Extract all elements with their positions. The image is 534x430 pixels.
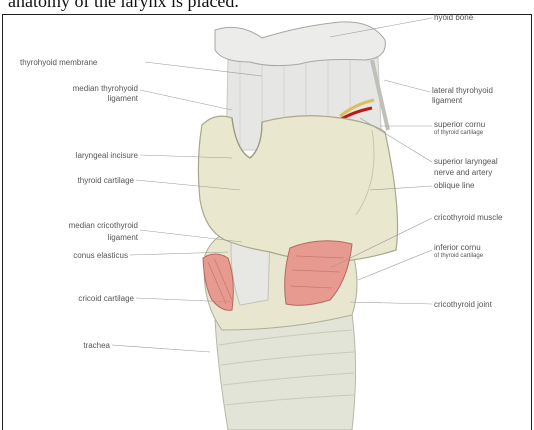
label-hyoid-bone: hyoid bone [434, 13, 473, 22]
label-lateral-thyrohyoid-ligament-line1: lateral thyrohyoid [432, 86, 493, 95]
hyoid-bone-shape [215, 22, 385, 66]
label-lateral-thyrohyoid-ligament-line2: ligament [432, 96, 462, 105]
label-inferior-cornu-line1: inferior cornu [434, 243, 481, 252]
label-cricothyroid-joint: cricothyroid joint [434, 300, 492, 309]
label-superior-laryngeal-line2: nerve and artery [434, 168, 492, 177]
label-laryngeal-incisure: laryngeal incisure [20, 151, 138, 160]
label-oblique-line: oblique line [434, 181, 474, 190]
label-median-cricothyroid-ligament-line2: ligament [20, 233, 138, 242]
label-median-thyrohyoid-ligament-line1: median thyrohyoid [30, 84, 138, 93]
label-conus-elasticus: conus elasticus [20, 251, 128, 260]
label-inferior-cornu-line2: of thyroid cartilage [434, 253, 483, 260]
label-median-cricothyroid-ligament-line1: median cricothyroid [20, 221, 138, 230]
label-superior-cornu-line1: superior cornu [434, 120, 485, 129]
label-cricoid-cartilage: cricoid cartilage [20, 294, 134, 303]
label-cricothyroid-muscle: cricothyroid muscle [434, 213, 502, 222]
label-superior-laryngeal-line1: superior laryngeal [434, 157, 498, 166]
label-superior-cornu-line2: of thyroid cartilage [434, 130, 483, 137]
label-thyrohyoid-membrane: thyrohyoid membrane [20, 58, 97, 67]
label-trachea: trachea [20, 341, 110, 350]
label-median-thyrohyoid-ligament-line2: ligament [30, 94, 138, 103]
label-thyroid-cartilage: thyroid cartilage [20, 176, 134, 185]
